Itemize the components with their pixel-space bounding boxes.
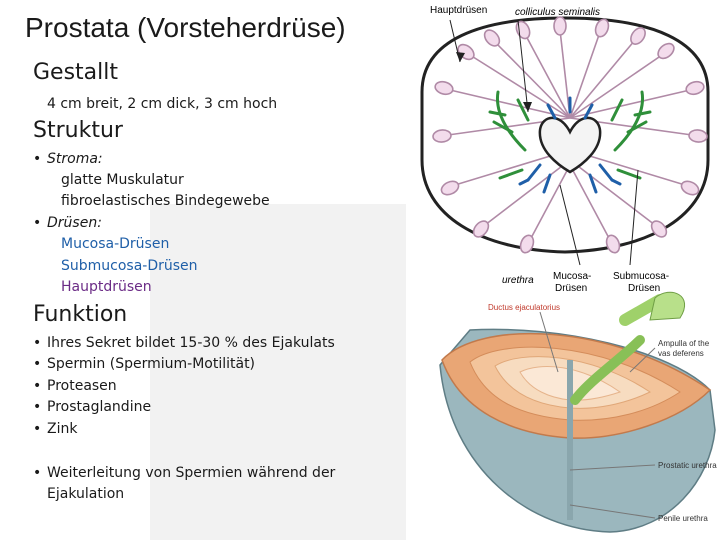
mucosa-glands <box>518 96 622 194</box>
funktion-extra-line: Weiterleitung von Spermien während der <box>33 465 335 481</box>
funktion-item: Zink <box>33 421 78 437</box>
anatomy-illustration <box>439 291 716 533</box>
label-ductus: Ductus ejaculatorius <box>488 303 560 312</box>
label-mucosa-2: Drüsen <box>555 283 587 294</box>
urethra-lumen <box>538 116 602 174</box>
funktion-extra-line-cont: Ejakulation <box>47 486 125 502</box>
label-submucosa-2: Drüsen <box>628 283 660 294</box>
label-prostatic-urethra: Prostatic urethra <box>658 461 717 470</box>
prostate-diagram: Hauptdrüsen colliculus seminalis urethra… <box>420 5 717 533</box>
submucosa-glands <box>488 90 652 180</box>
background-panel <box>150 204 406 540</box>
gestalt-text: 4 cm breit, 2 cm dick, 3 cm hoch <box>47 96 278 112</box>
label-submucosa-1: Submucosa- <box>613 271 669 282</box>
druesen-item-haupt: Hauptdrüsen <box>61 279 152 295</box>
stroma-item: glatte Muskulatur <box>61 172 184 188</box>
funktion-item: Ihres Sekret bildet 15-30 % des Ejakulat… <box>33 335 335 351</box>
funktion-item: Proteasen <box>33 378 117 394</box>
stroma-item: fibroelastisches Bindegewebe <box>61 193 270 209</box>
druesen-item-mucosa: Mucosa-Drüsen <box>61 236 170 252</box>
label-ampulla-2: vas deferens <box>658 349 704 358</box>
ejaculatory-duct <box>570 335 645 405</box>
cross-section <box>420 16 710 266</box>
label-penile-urethra: Penile urethra <box>658 514 708 523</box>
label-hauptdruesen: Hauptdrüsen <box>430 5 487 16</box>
anatomy-pointers <box>539 311 656 519</box>
funktion-item: Prostaglandine <box>33 399 151 415</box>
page-title: Prostata (Vorsteherdrüse) <box>25 12 346 43</box>
heading-gestalt: Gestallt <box>33 60 119 85</box>
druesen-label: Drüsen: <box>33 215 102 231</box>
funktion-item: Spermin (Spermium-Motilität) <box>33 356 255 372</box>
pointer-lines <box>449 19 639 266</box>
label-ampulla-1: Ampulla of the <box>658 339 710 348</box>
stroma-label: Stroma: <box>33 151 103 167</box>
druesen-item-submucosa: Submucosa-Drüsen <box>61 258 198 274</box>
label-urethra: urethra <box>502 275 534 286</box>
label-colliculus: colliculus seminalis <box>515 7 600 18</box>
heading-funktion: Funktion <box>33 302 128 327</box>
heading-struktur: Struktur <box>33 118 123 143</box>
label-mucosa-1: Mucosa- <box>553 271 591 282</box>
